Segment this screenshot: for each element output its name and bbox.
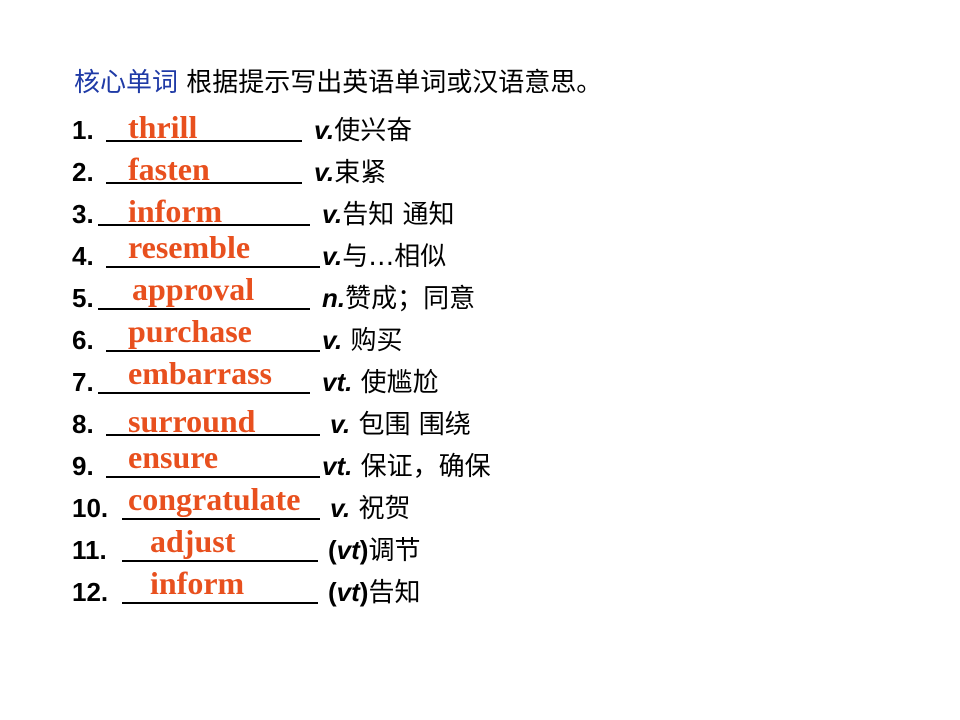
item-number: 5. <box>72 283 94 313</box>
chinese-meaning: 保证，确保 <box>352 452 491 482</box>
item-meaning: v. 包围 围绕 <box>330 409 471 440</box>
answer-word: fasten <box>128 151 210 187</box>
item-number: 4. <box>72 241 94 271</box>
answer-word: ensure <box>128 439 219 475</box>
answer-blank <box>98 224 310 226</box>
paren-close: ) <box>359 577 369 607</box>
chinese-meaning: 使尴尬 <box>352 368 439 398</box>
part-of-speech: vt. <box>322 451 353 481</box>
answer-word: thrill <box>128 109 198 145</box>
item-number: 1. <box>72 115 94 145</box>
answer-word: inform <box>150 565 245 601</box>
part-of-speech: vt. <box>322 367 353 397</box>
answer-blank <box>106 476 320 478</box>
vocab-item-5: 5. approval n.赞成；同意 <box>72 272 632 316</box>
answer-word: embarrass <box>128 355 272 391</box>
answer-word: inform <box>128 193 223 229</box>
answer-word: approval <box>132 271 255 307</box>
vocab-item-7: 7. embarrass vt. 使尴尬 <box>72 356 632 400</box>
part-of-speech: v. <box>330 409 351 439</box>
item-number: 11. <box>72 535 107 565</box>
part-of-speech: v. <box>322 241 343 271</box>
answer-blank <box>106 350 320 352</box>
part-of-speech: v. <box>314 157 335 187</box>
answer-blank <box>106 266 320 268</box>
chinese-meaning: 祝贺 <box>350 494 411 524</box>
answer-blank <box>106 182 302 184</box>
item-meaning: v. 祝贺 <box>330 493 411 524</box>
vocab-item-1: 1. thrill v.使兴奋 <box>72 108 632 148</box>
answer-blank <box>98 308 310 310</box>
exercise-heading: 核心单词 根据提示写出英语单词或汉语意思。 <box>74 66 602 100</box>
heading-keyword: 核心单词 <box>74 68 179 98</box>
item-number: 2. <box>72 157 94 187</box>
vocab-item-4: 4. resemble v.与…相似 <box>72 230 632 274</box>
item-number: 7. <box>72 367 94 397</box>
answer-blank <box>122 518 320 520</box>
vocab-item-11: 11. adjust (vt)调节 <box>72 524 632 568</box>
answer-word: surround <box>128 403 256 439</box>
item-number: 12. <box>72 577 109 607</box>
item-meaning: v. 购买 <box>322 325 403 356</box>
item-number: 3. <box>72 199 94 229</box>
vocab-item-9: 9. ensure vt. 保证，确保 <box>72 440 632 484</box>
answer-blank <box>106 140 302 142</box>
item-meaning: v.使兴奋 <box>314 115 412 146</box>
vocab-item-10: 10. congratulate v. 祝贺 <box>72 482 632 526</box>
item-number: 8. <box>72 409 94 439</box>
vocab-item-12: 12. inform (vt)告知 <box>72 566 632 610</box>
part-of-speech: vt <box>336 577 360 607</box>
chinese-meaning: 购买 <box>342 326 403 356</box>
answer-blank <box>106 434 320 436</box>
heading-instruction: 根据提示写出英语单词或汉语意思。 <box>178 68 603 98</box>
chinese-meaning: 调节 <box>368 536 421 566</box>
item-meaning: n.赞成；同意 <box>322 283 475 314</box>
paren-close: ) <box>359 535 369 565</box>
item-meaning: v.告知 通知 <box>322 199 455 230</box>
item-meaning: vt. 使尴尬 <box>322 367 439 398</box>
vocab-item-6: 6. purchase v. 购买 <box>72 314 632 358</box>
answer-blank <box>122 602 318 604</box>
answer-blank <box>122 560 318 562</box>
vocab-item-3: 3. inform v.告知 通知 <box>72 192 632 232</box>
chinese-meaning: 赞成；同意 <box>345 284 476 314</box>
item-meaning: (vt)告知 <box>328 577 420 608</box>
paren-open: ( <box>328 577 337 607</box>
item-number: 9. <box>72 451 94 481</box>
chinese-meaning: 告知 <box>368 578 421 608</box>
item-meaning: v.束紧 <box>314 157 386 188</box>
vocab-item-2: 2. fasten v.束紧 <box>72 150 632 190</box>
answer-word: congratulate <box>128 481 301 517</box>
item-meaning: (vt)调节 <box>328 535 420 566</box>
part-of-speech: v. <box>322 199 343 229</box>
chinese-meaning: 告知 通知 <box>342 200 455 230</box>
chinese-meaning: 包围 围绕 <box>350 410 471 440</box>
part-of-speech: vt <box>336 535 360 565</box>
chinese-meaning: 使兴奋 <box>334 116 413 146</box>
paren-open: ( <box>328 535 337 565</box>
chinese-meaning: 束紧 <box>334 158 387 188</box>
answer-word: resemble <box>128 229 251 265</box>
item-number: 6. <box>72 325 94 355</box>
answer-word: adjust <box>150 523 236 559</box>
item-meaning: v.与…相似 <box>322 241 446 272</box>
part-of-speech: n. <box>322 283 346 313</box>
item-meaning: vt. 保证，确保 <box>322 451 491 482</box>
part-of-speech: v. <box>322 325 343 355</box>
part-of-speech: v. <box>330 493 351 523</box>
answer-word: purchase <box>128 313 252 349</box>
item-number: 10. <box>72 493 109 523</box>
answer-blank <box>98 392 310 394</box>
part-of-speech: v. <box>314 115 335 145</box>
vocab-item-8: 8. surround v. 包围 围绕 <box>72 402 632 442</box>
chinese-meaning: 与…相似 <box>342 242 447 272</box>
